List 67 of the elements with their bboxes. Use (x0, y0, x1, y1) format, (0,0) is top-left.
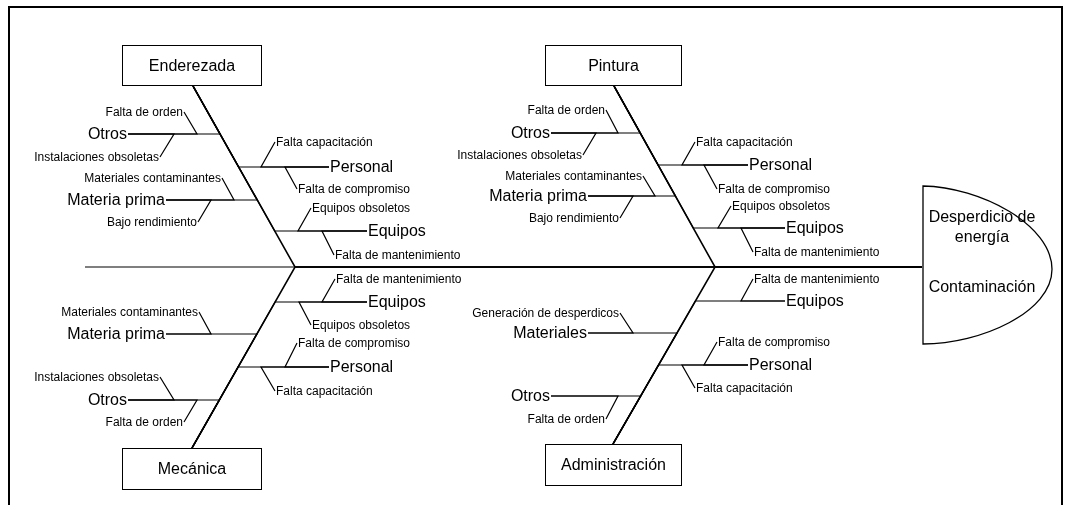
cause-label: Bajo rendimiento (106, 213, 197, 231)
cause-line (587, 312, 635, 334)
cause-label: Materiales contaminantes (505, 167, 642, 185)
cause-line (284, 166, 330, 190)
cause-label: Falta de mantenimiento (335, 246, 461, 264)
cause-label: Instalaciones obsoletas (457, 146, 582, 164)
cause-label: Materiales contaminantes (61, 303, 198, 321)
cause-label: Falta de compromiso (298, 180, 411, 198)
cause-line (703, 164, 749, 190)
cause-label: Falta de mantenimiento (754, 243, 880, 261)
cause-label: Equipos obsoletos (312, 316, 411, 334)
category-box: Administración (545, 444, 682, 486)
cause-label: Falta capacitación (696, 379, 793, 397)
category-label: Otros (87, 125, 127, 143)
cause-label: Falta de orden (105, 103, 183, 121)
category-label: Personal (749, 156, 813, 174)
category-label: Otros (510, 387, 550, 405)
cause-label: Equipos obsoletos (312, 199, 411, 217)
cause-line (259, 366, 330, 392)
cause-label: Falta de mantenimiento (754, 270, 880, 288)
category-box: Mecánica (122, 448, 262, 490)
category-label: Materia prima (67, 325, 165, 343)
category-label: Equipos (786, 292, 844, 310)
cause-label: Instalaciones obsoletas (34, 368, 159, 386)
cause-label: Falta capacitación (276, 133, 373, 151)
category-label: Materia prima (489, 187, 587, 205)
category-label: Personal (330, 158, 394, 176)
cause-label: Falta capacitación (276, 382, 373, 400)
cause-label: Equipos obsoletos (732, 197, 831, 215)
cause-label: Falta de orden (527, 101, 605, 119)
category-label: Materiales (513, 324, 587, 342)
cause-label: Generación de desperdicos (472, 304, 619, 322)
category-box: Pintura (545, 45, 682, 86)
cause-label: Materiales contaminantes (84, 169, 221, 187)
cause-line (127, 399, 199, 423)
cause-line (165, 311, 212, 335)
cause-label: Bajo rendimiento (528, 209, 619, 227)
cause-label: Falta de orden (527, 410, 605, 428)
cause-line (740, 278, 786, 302)
category-label: Equipos (786, 219, 844, 237)
effect-text: Desperdicio de energía (928, 207, 1036, 247)
cause-line (740, 227, 786, 253)
category-label: Personal (330, 358, 394, 376)
cause-label: Instalaciones obsoletas (34, 148, 159, 166)
cause-line (550, 395, 619, 420)
cause-line (680, 364, 749, 389)
cause-label: Falta de compromiso (718, 180, 831, 198)
cause-label: Falta capacitación (696, 133, 793, 151)
cause-label: Falta de mantenimiento (336, 270, 462, 288)
category-label: Materia prima (67, 191, 165, 209)
category-label: Equipos (368, 222, 426, 240)
cause-line (165, 199, 213, 223)
category-box: Enderezada (122, 45, 262, 86)
cause-label: Falta de compromiso (718, 333, 831, 351)
category-label: Equipos (368, 293, 426, 311)
category-label: Otros (87, 391, 127, 409)
category-label: Otros (510, 124, 550, 142)
cause-line (321, 230, 368, 256)
cause-line (550, 132, 598, 156)
cause-line (587, 195, 635, 219)
cause-line (127, 133, 176, 158)
cause-label: Falta de orden (105, 413, 183, 431)
effect-text: Contaminación (928, 277, 1036, 297)
effect-head (922, 185, 1053, 345)
cause-line (298, 301, 368, 326)
cause-label: Falta de compromiso (298, 334, 411, 352)
category-label: Personal (749, 356, 813, 374)
